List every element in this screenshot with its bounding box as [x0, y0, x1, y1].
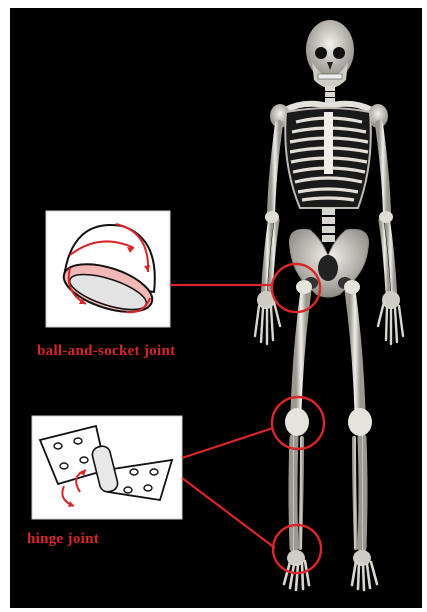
left-hand — [255, 291, 280, 344]
cervical-spine — [325, 86, 335, 103]
hinge-inset — [32, 416, 182, 519]
callout-lines — [170, 285, 275, 548]
right-elbow — [379, 211, 393, 223]
hinge-knee-leader — [182, 428, 273, 458]
ball-and-socket-label: ball-and-socket joint — [37, 343, 207, 360]
skeleton-figure — [255, 20, 403, 590]
rib-cage — [285, 108, 371, 208]
ball-socket-inset — [46, 211, 170, 327]
lumbar-spine — [322, 208, 335, 242]
hinge-joint-label: hinge joint — [27, 531, 177, 548]
right-hand — [378, 291, 403, 344]
left-hip-head — [296, 280, 312, 294]
knees — [285, 408, 372, 436]
right-foot — [352, 550, 377, 590]
right-hip-head — [344, 280, 360, 294]
hinge-ankle-leader — [182, 478, 275, 548]
skull — [306, 20, 354, 88]
left-elbow — [265, 211, 279, 223]
